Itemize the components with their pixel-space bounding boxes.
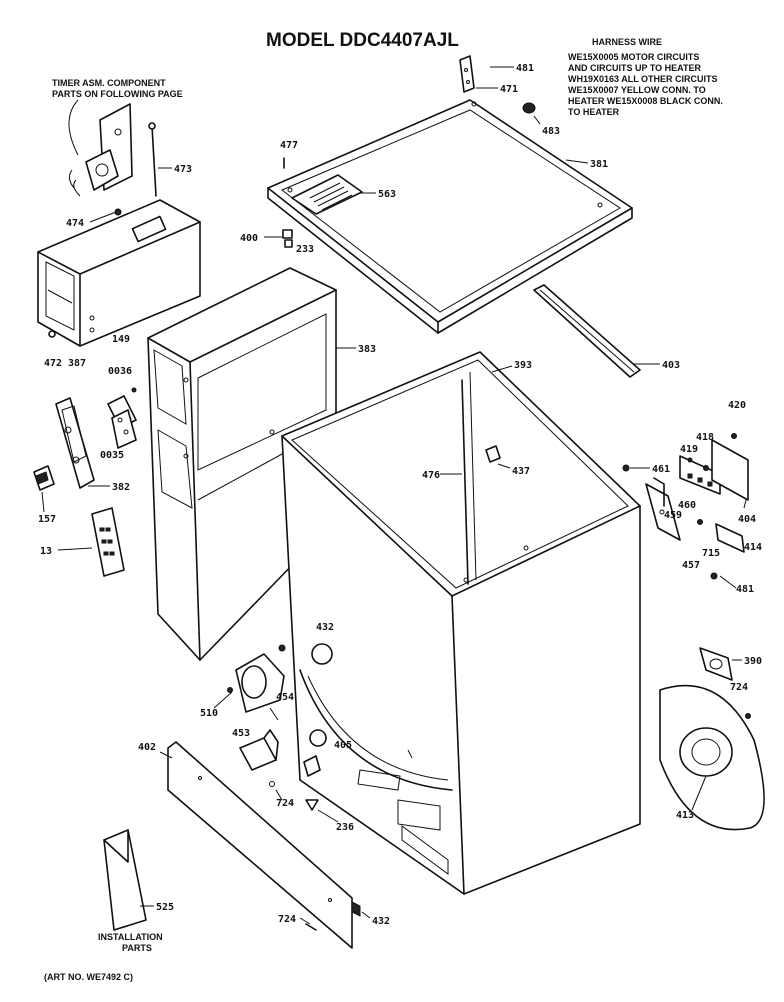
callout-414: 414 (744, 542, 762, 553)
toe-panel (167, 741, 361, 949)
callout-481a: 481 (516, 63, 534, 74)
callout-419: 419 (680, 444, 698, 455)
nameplate-13 (91, 507, 125, 577)
callout-481b: 481 (736, 584, 754, 595)
callout-474: 474 (66, 218, 84, 229)
callout-461: 461 (652, 464, 670, 475)
timer-assembly (68, 103, 133, 197)
callout-432b: 432 (372, 916, 390, 927)
timer-note-line-2: PARTS ON FOLLOWING PAGE (52, 89, 183, 99)
callout-402: 402 (138, 742, 156, 753)
callout-157: 157 (38, 514, 56, 525)
callout-460: 460 (678, 500, 696, 511)
leg-236 (305, 799, 319, 811)
timer-note: TIMER ASM. COMPONENT PARTS ON FOLLOWING … (52, 78, 183, 156)
callout-0036: 0036 (108, 366, 132, 377)
wire-476 (461, 379, 469, 585)
callout-459: 459 (664, 510, 682, 521)
callout-13: 13 (40, 546, 52, 557)
callout-724b: 724 (276, 798, 294, 809)
screw-461 (622, 464, 630, 472)
bracket-404 (711, 433, 749, 501)
callout-477: 477 (280, 140, 298, 151)
leader-lines (41, 66, 747, 925)
callout-233: 233 (296, 244, 314, 255)
label-plate (291, 174, 363, 215)
callout-387: 387 (68, 358, 86, 369)
installation-bag (103, 829, 147, 931)
callout-510: 510 (200, 708, 218, 719)
rod-473 (148, 122, 157, 197)
rail-403 (533, 284, 641, 378)
callout-525: 525 (156, 902, 174, 913)
callout-383: 383 (358, 344, 376, 355)
harness-note-line-6: TO HEATER (568, 107, 620, 117)
timer-note-arrow (68, 99, 79, 156)
rocker-switch (33, 465, 55, 491)
control-panel-housing (37, 199, 201, 347)
bracket-457 (645, 477, 681, 541)
art-number: (ART NO. WE7492 C) (44, 972, 133, 982)
callout-403: 403 (662, 360, 680, 371)
callout-393: 393 (514, 360, 532, 371)
callout-472: 472 (44, 358, 62, 369)
callout-420: 420 (728, 400, 746, 411)
harness-note-line-2: AND CIRCUITS UP TO HEATER (568, 63, 702, 73)
bracket-414 (697, 519, 745, 553)
idler-bracket (227, 653, 285, 713)
callout-418: 418 (696, 432, 714, 443)
callout-724a: 724 (730, 682, 748, 693)
harness-note-line-3: WH19X0163 ALL OTHER CIRCUITS (568, 74, 718, 84)
callout-563: 563 (378, 189, 396, 200)
harness-note-line-4: WE15X0007 YELLOW CONN. TO (568, 85, 706, 95)
clip-437 (485, 445, 501, 463)
callout-457: 457 (682, 560, 700, 571)
harness-note-line-1: WE15X0005 MOTOR CIRCUITS (568, 52, 699, 62)
top-panel (267, 99, 633, 334)
installation-note-line-1: INSTALLATION (98, 932, 163, 942)
callout-413: 413 (676, 810, 694, 821)
screw-472 (48, 330, 56, 338)
installation-note-line-2: PARTS (122, 943, 152, 953)
callout-404: 404 (738, 514, 756, 525)
callout-0035: 0035 (100, 450, 124, 461)
callout-149: 149 (112, 334, 130, 345)
harness-note-line-5: HEATER WE15X0008 BLACK CONN. (568, 96, 723, 106)
clip-432a (278, 644, 286, 652)
cabinet (281, 351, 641, 895)
callout-724c: 724 (278, 914, 296, 925)
door-switch (107, 387, 137, 449)
bracket-382 (55, 397, 95, 489)
clip-405 (303, 755, 321, 777)
callout-381: 381 (590, 159, 608, 170)
callout-473: 473 (174, 164, 192, 175)
callout-405: 405 (334, 740, 352, 751)
callout-471: 471 (500, 84, 518, 95)
rear-duct-panel (659, 684, 765, 831)
screw-481b (710, 572, 718, 580)
callout-476: 476 (422, 470, 440, 481)
harness-note-heading: HARNESS WIRE (592, 37, 662, 47)
callout-454: 454 (276, 692, 294, 703)
harness-wire-note: HARNESS WIRE WE15X0005 MOTOR CIRCUITS AN… (568, 37, 723, 117)
callout-400: 400 (240, 233, 258, 244)
callout-483: 483 (542, 126, 560, 137)
callout-236: 236 (336, 822, 354, 833)
callout-390: 390 (744, 656, 762, 667)
callout-437: 437 (512, 466, 530, 477)
model-title: MODEL DDC4407AJL (266, 30, 459, 51)
callout-432a: 432 (316, 622, 334, 633)
clip-400 (282, 229, 293, 248)
callout-453: 453 (232, 728, 250, 739)
hinge-bracket (459, 55, 475, 93)
callout-715: 715 (702, 548, 720, 559)
timer-note-line-1: TIMER ASM. COMPONENT (52, 78, 166, 88)
belt-switch-453 (239, 729, 279, 787)
terminal-block (679, 455, 721, 495)
thermostat-390 (699, 647, 733, 681)
callout-382: 382 (112, 482, 130, 493)
top-bumper (522, 102, 536, 114)
callouts: 481 471 483 381 563 477 400 233 473 474 … (38, 63, 762, 927)
